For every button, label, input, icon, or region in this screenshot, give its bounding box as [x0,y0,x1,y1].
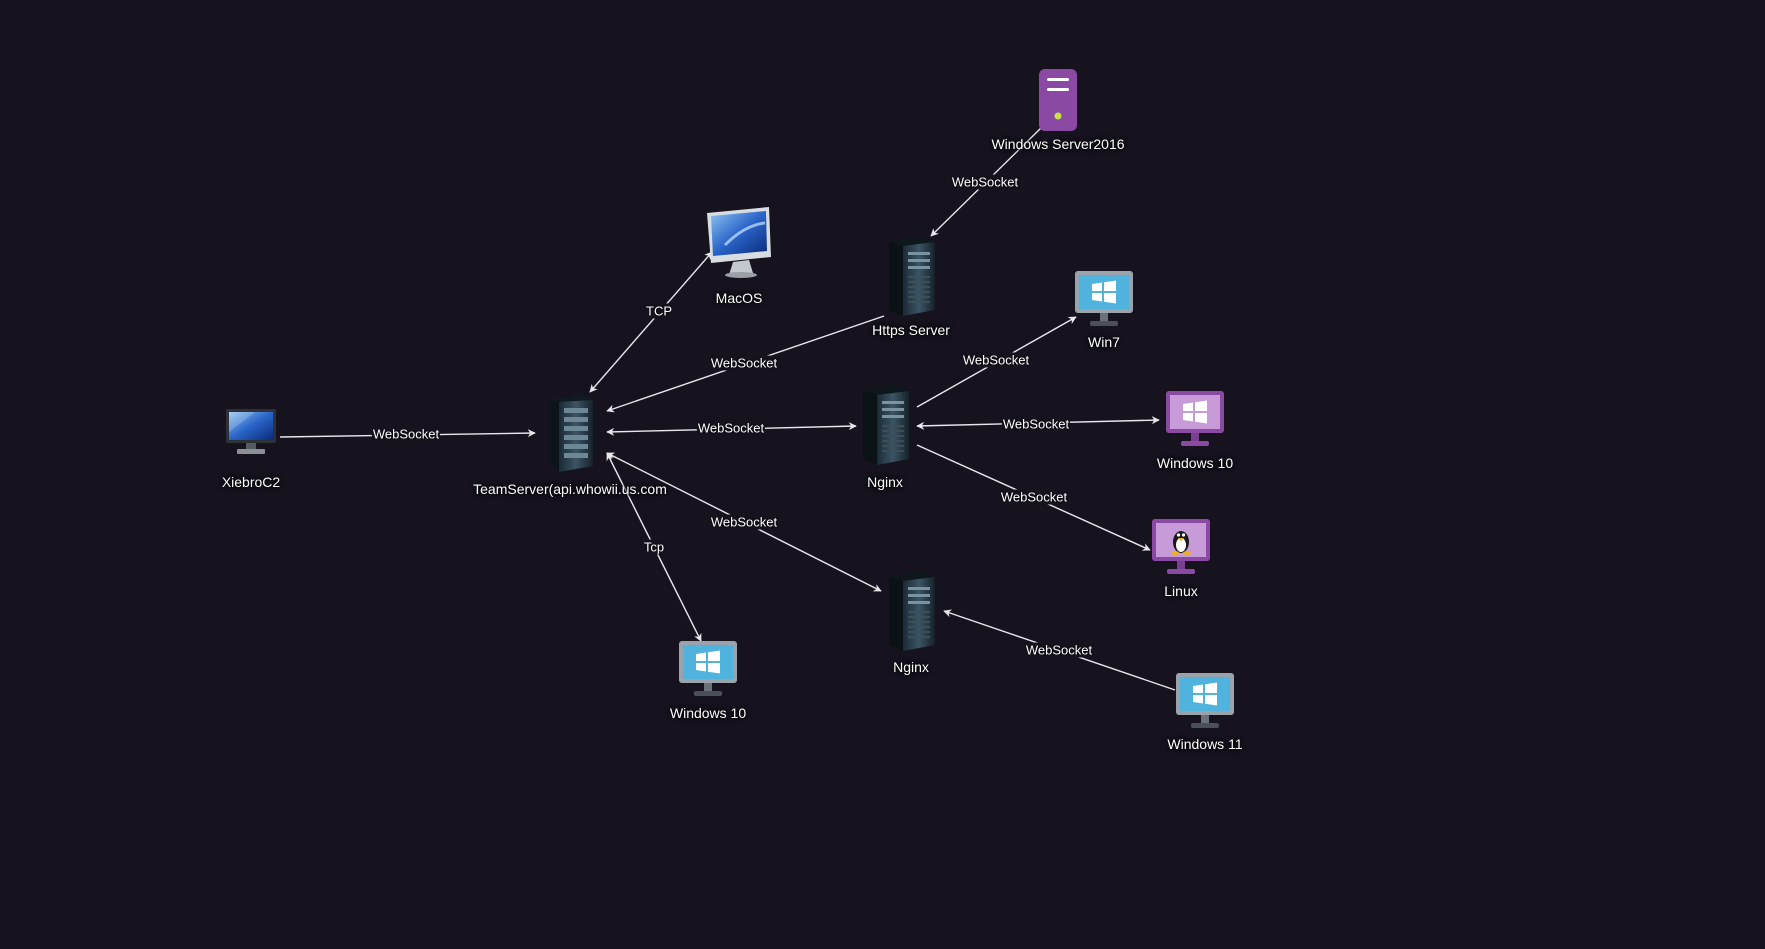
edge-label: WebSocket [1001,416,1071,432]
edge-label: WebSocket [1024,642,1094,658]
node-label: Win7 [1088,334,1120,350]
server-rack-icon [543,392,597,477]
server-tower-icon [883,236,939,321]
windows-monitor-icon [1074,270,1134,333]
windows-monitor-icon [1175,672,1235,735]
node-label: MacOS [715,290,763,306]
windows-monitor-purple-icon [1165,390,1225,453]
node-label: Nginx [867,474,903,490]
node-label: Windows Server2016 [991,136,1125,152]
node-label: Linux [1164,583,1198,599]
node-label: TeamServer(api.whowii.us.com [473,481,667,497]
node-label: Https Server [872,322,950,338]
edge-label: WebSocket [950,174,1020,190]
edge-label: TCP [645,303,673,319]
edge-label: WebSocket [371,426,441,442]
server-tower-icon [857,385,913,470]
node-label: Nginx [893,659,929,675]
node-label: Windows 11 [1167,736,1243,752]
imac-icon [705,205,773,286]
purple-server-icon [1038,68,1078,137]
edge-label: WebSocket [999,489,1069,505]
node-label: XiebroC2 [221,474,281,490]
linux-monitor-icon [1151,518,1211,581]
server-tower-icon [883,571,939,656]
edge-teamserver-macos[interactable] [589,251,713,393]
edge-label: WebSocket [696,420,766,436]
edge-label: WebSocket [961,352,1031,368]
node-label: Windows 10 [1156,455,1234,471]
edge-label: Tcp [642,539,666,555]
desktop-monitor-icon [225,407,277,462]
windows-monitor-icon [678,640,738,703]
node-label: Windows 10 [669,705,747,721]
edge-label: WebSocket [709,355,779,371]
edge-label: WebSocket [709,514,779,530]
